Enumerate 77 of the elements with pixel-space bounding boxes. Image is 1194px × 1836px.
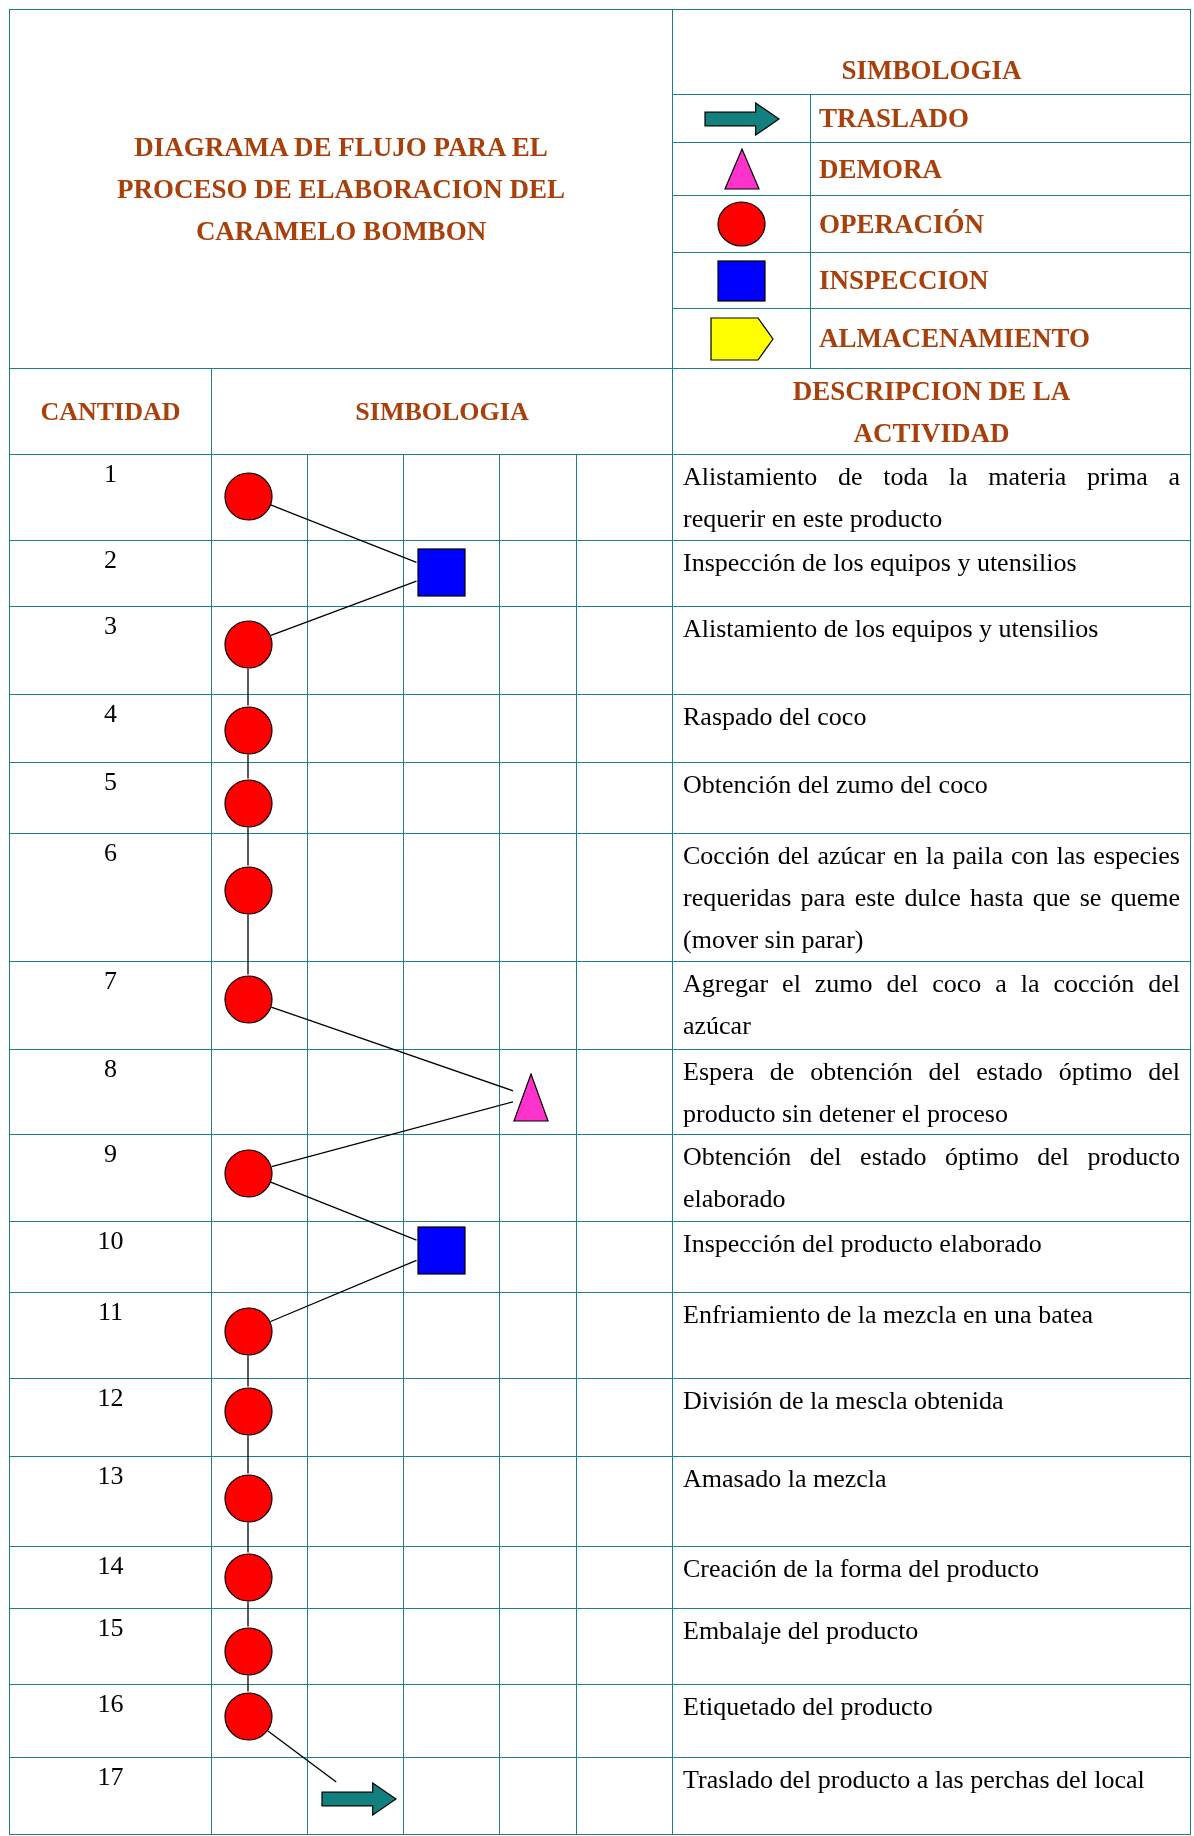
row-number: 11 <box>97 1296 123 1328</box>
activity-description: Inspección del producto elaborado <box>683 1228 1043 1260</box>
connector-line <box>247 1600 249 1628</box>
row-number: 6 <box>104 837 117 869</box>
operation-circle <box>223 705 273 755</box>
connector-line <box>247 913 249 976</box>
activity-description: Raspado del coco <box>683 701 868 733</box>
activity-description: Obtención del zumo del coco <box>683 769 989 801</box>
activity-description: División de la mescla obtenida <box>683 1385 1005 1417</box>
connector-line <box>269 1259 418 1323</box>
delay-triangle <box>513 1072 549 1122</box>
row-number: 1 <box>104 458 117 490</box>
connector-line <box>270 504 418 563</box>
row-number: 9 <box>104 1138 117 1170</box>
operation-circle <box>223 865 273 915</box>
transport-arrow <box>321 1782 397 1816</box>
activity-description: Alistamiento de los equipos y utensilios <box>683 613 1100 645</box>
activity-description: Obtención del estado óptimo del producto elaborado <box>683 1141 1180 1215</box>
column-header: DESCRIPCION DE LA ACTIVIDAD <box>791 374 1072 450</box>
legend-label: TRASLADO <box>819 102 970 136</box>
activity-description: Inspección de los equipos y utensilios <box>683 547 1078 579</box>
row-number: 8 <box>104 1053 117 1085</box>
operation-circle <box>223 1386 273 1436</box>
legend-label: ALMACENAMIENTO <box>819 322 1090 356</box>
diagram-title: DIAGRAMA DE FLUJO PARA EL PROCESO DE ELABORACION DEL CARAMELO BOMBON <box>116 131 566 248</box>
operation-circle <box>223 1148 273 1198</box>
row-number: 4 <box>104 698 117 730</box>
activity-description: Agregar el zumo del coco a la cocción del azúcar <box>683 968 1180 1042</box>
legend-heading: SIMBOLOGIA <box>841 53 1022 87</box>
column-header: SIMBOLOGIA <box>355 396 529 428</box>
row-number: 7 <box>104 965 117 997</box>
connector-line <box>247 1521 249 1554</box>
legend-label: INSPECCION <box>819 264 989 298</box>
activity-description: Enfriamiento de la mezcla en una batea <box>683 1299 1094 1331</box>
connector-line <box>247 1674 249 1693</box>
row-number: 5 <box>104 766 117 798</box>
operation-circle <box>223 778 273 828</box>
operation-circle <box>223 1306 273 1356</box>
connector-line <box>247 1354 249 1388</box>
legend-label: DEMORA <box>819 152 942 186</box>
operation-circle <box>223 619 273 669</box>
legend-label: OPERACIÓN <box>819 207 984 241</box>
connector-line <box>270 1006 514 1092</box>
operation-circle <box>223 471 273 521</box>
connector-line <box>247 826 249 867</box>
row-number: 17 <box>97 1761 124 1793</box>
operation-circle <box>223 1552 273 1602</box>
activity-description: Cocción del azúcar en la paila con las especies requeridas para este dulce hasta que se queme (mover sin parar) <box>683 840 1180 956</box>
row-number: 3 <box>104 610 117 642</box>
row-number: 16 <box>97 1688 124 1720</box>
row-number: 13 <box>97 1460 124 1492</box>
activity-description: Alistamiento de toda la materia prima a requerir en este producto <box>683 461 1180 535</box>
connector-line <box>271 1101 514 1168</box>
activity-description: Espera de obtención del estado óptimo del producto sin detener el proceso <box>683 1056 1180 1130</box>
connector-line <box>270 1181 418 1241</box>
row-number: 2 <box>104 544 117 576</box>
connector-line <box>247 753 249 780</box>
inspection-square <box>416 547 466 597</box>
connector-line <box>266 1730 337 1783</box>
column-header: CANTIDAD <box>40 396 181 428</box>
activity-description: Amasado la mezcla <box>683 1463 888 1495</box>
activity-description: Embalaje del producto <box>683 1615 920 1647</box>
activity-description: Etiquetado del producto <box>683 1691 934 1723</box>
inspection-square <box>416 1225 466 1275</box>
row-number: 12 <box>97 1382 124 1414</box>
activity-description: Creación de la forma del producto <box>683 1553 1040 1585</box>
operation-circle <box>223 1473 273 1523</box>
connector-line <box>270 580 418 637</box>
row-number: 14 <box>97 1550 124 1582</box>
operation-circle <box>223 974 273 1024</box>
row-number: 15 <box>97 1612 124 1644</box>
operation-circle <box>223 1626 273 1676</box>
connector-line <box>247 1434 249 1475</box>
operation-circle <box>223 1691 273 1741</box>
activity-description: Traslado del producto a las perchas del local <box>683 1764 1146 1796</box>
row-number: 10 <box>97 1225 124 1257</box>
connector-line <box>247 667 249 707</box>
